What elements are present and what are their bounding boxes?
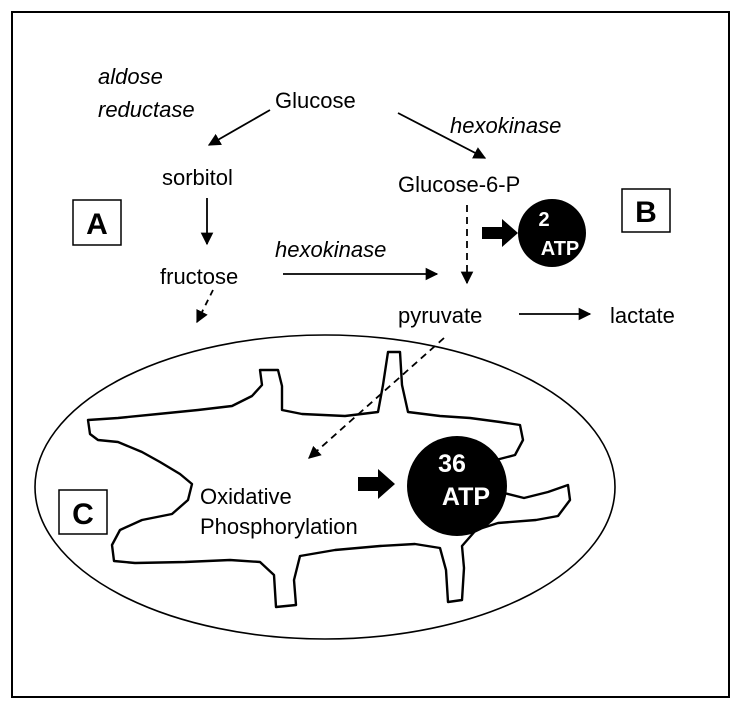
aldose-reductase-label-line1: aldose: [98, 64, 163, 89]
oxidative-label-line1: Oxidative: [200, 484, 292, 509]
aldose-reductase-label-line2: reductase: [98, 97, 195, 122]
oxidative-label-line2: Phosphorylation: [200, 514, 358, 539]
hexokinase-mid-label: hexokinase: [275, 237, 386, 262]
mitochondrion-inner-membrane: [86, 350, 572, 609]
block-arrow-to-36-atp: [358, 469, 395, 499]
glucose-label: Glucose: [275, 88, 356, 113]
arrow-glucose-to-glucose-6-p: [397, 112, 487, 159]
pyruvate-label: pyruvate: [398, 303, 482, 328]
atp-36-unit: ATP: [442, 483, 490, 511]
atp-36-circle: [407, 436, 507, 536]
box-c-label: C: [72, 498, 94, 531]
atp-36-count: 36: [438, 450, 466, 478]
lactate-label: lactate: [610, 303, 675, 328]
arrow-glucose-to-sorbitol: [207, 109, 271, 146]
dashed-arrow-fructose-down: [196, 289, 214, 324]
fructose-label: fructose: [160, 264, 238, 289]
mitochondrion-outer-membrane: [34, 334, 616, 640]
glucose-6-p-label: Glucose-6-P: [398, 172, 520, 197]
box-a: [72, 199, 122, 246]
box-a-label: A: [86, 208, 108, 241]
sorbitol-label: sorbitol: [162, 165, 233, 190]
box-b-label: B: [635, 196, 657, 229]
atp-2-count: 2: [538, 209, 549, 231]
hexokinase-top-label: hexokinase: [450, 113, 561, 138]
box-c: [58, 489, 108, 535]
outer-frame: [11, 11, 730, 698]
box-b: [621, 188, 671, 233]
atp-2-unit: ATP: [541, 238, 580, 260]
block-arrow-to-2-atp: [482, 219, 518, 247]
dashed-arrow-pyruvate-to-oxidative: [308, 337, 445, 459]
atp-2-circle: [518, 199, 586, 267]
